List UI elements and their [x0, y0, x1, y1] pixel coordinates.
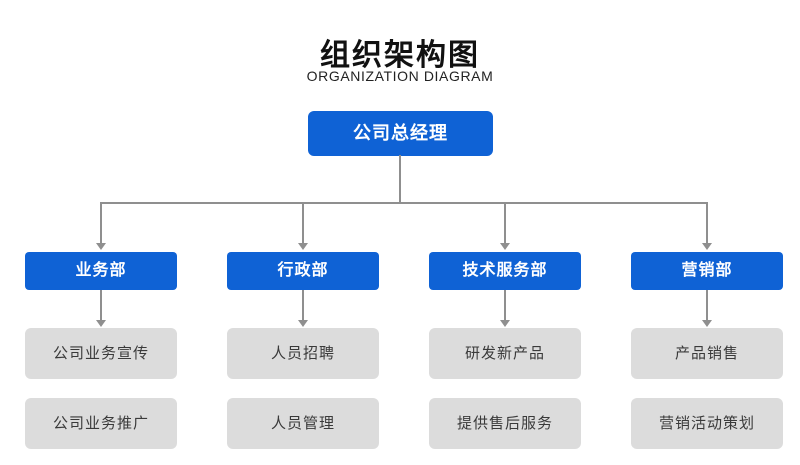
- arrowhead-down-icon: [298, 243, 308, 250]
- connector-dept-to-task: [227, 290, 379, 328]
- connector-root-stem: [399, 155, 401, 203]
- connector-dept-to-task: [429, 290, 581, 328]
- arrowhead-down-icon: [702, 320, 712, 327]
- connector-line: [302, 290, 304, 320]
- arrowhead-down-icon: [96, 320, 106, 327]
- page-title: 组织架构图: [320, 39, 480, 72]
- connector-drop-line: [504, 204, 506, 244]
- department-column-marketing: 营销部 产品销售 营销活动策划: [631, 252, 783, 449]
- task-node: 公司业务宣传: [25, 328, 177, 379]
- connector-drop-line: [706, 204, 708, 244]
- task-node: 产品销售: [631, 328, 783, 379]
- department-column-tech-service: 技术服务部 研发新产品 提供售后服务: [429, 252, 581, 449]
- task-node: 人员招聘: [227, 328, 379, 379]
- connector-line: [706, 290, 708, 320]
- connector-horizontal-line: [100, 202, 708, 204]
- department-column-admin: 行政部 人员招聘 人员管理: [227, 252, 379, 449]
- page-subtitle: ORGANIZATION DIAGRAM: [306, 68, 494, 84]
- department-column-business: 业务部 公司业务宣传 公司业务推广: [25, 252, 177, 449]
- connector-dept-to-task: [25, 290, 177, 328]
- task-node: 人员管理: [227, 398, 379, 449]
- connector-line: [100, 290, 102, 320]
- arrowhead-down-icon: [96, 243, 106, 250]
- arrowhead-down-icon: [298, 320, 308, 327]
- root-node-general-manager: 公司总经理: [308, 111, 493, 156]
- task-node: 公司业务推广: [25, 398, 177, 449]
- connector-drop-line: [100, 204, 102, 244]
- task-node: 营销活动策划: [631, 398, 783, 449]
- connector-dept-to-task: [631, 290, 783, 328]
- connector-drop-line: [302, 204, 304, 244]
- dept-node-tech-service: 技术服务部: [429, 252, 581, 290]
- arrowhead-down-icon: [500, 320, 510, 327]
- arrowhead-down-icon: [500, 243, 510, 250]
- dept-node-business: 业务部: [25, 252, 177, 290]
- task-node: 提供售后服务: [429, 398, 581, 449]
- dept-node-marketing: 营销部: [631, 252, 783, 290]
- dept-node-admin: 行政部: [227, 252, 379, 290]
- task-node: 研发新产品: [429, 328, 581, 379]
- connector-line: [504, 290, 506, 320]
- arrowhead-down-icon: [702, 243, 712, 250]
